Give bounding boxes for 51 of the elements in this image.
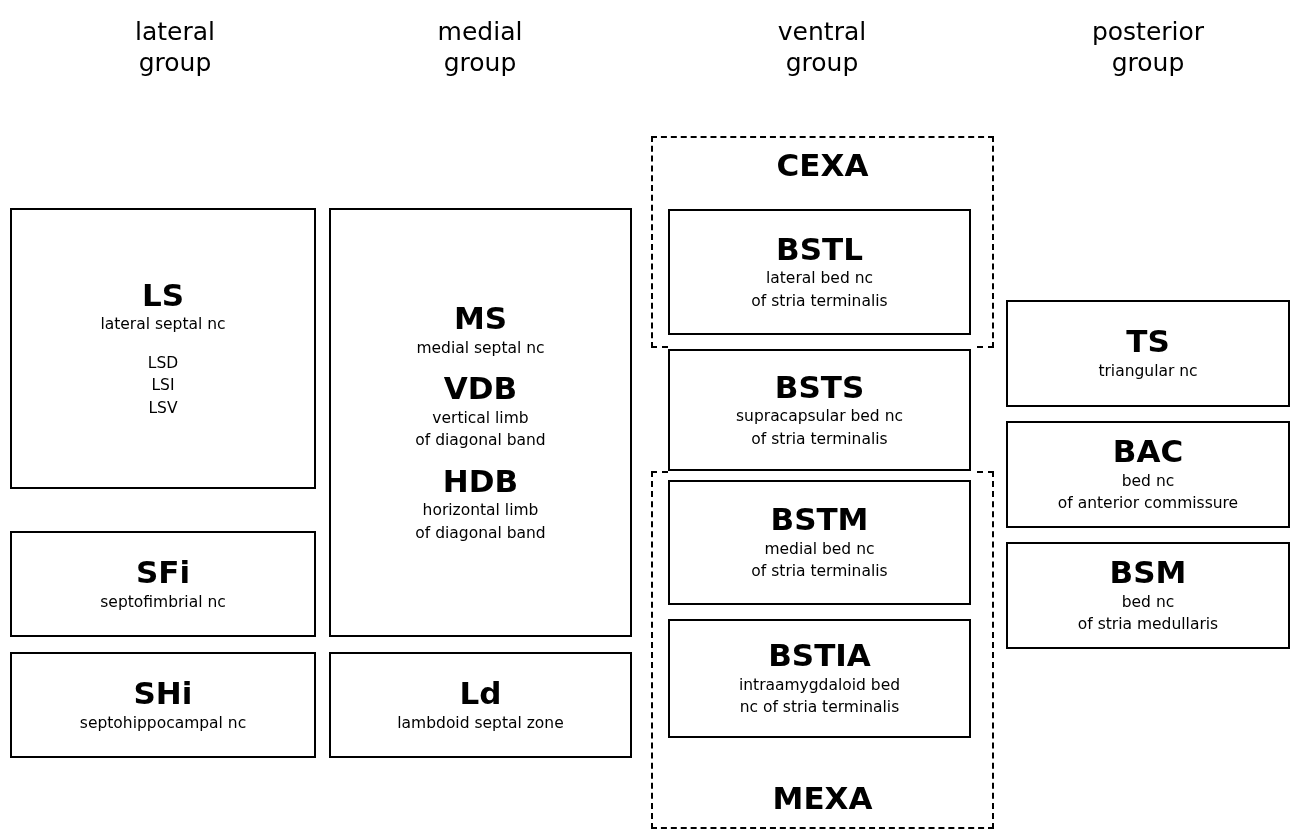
nucleus-abbreviation: VDB <box>443 370 518 407</box>
nucleus-name: medial septal nc <box>416 337 545 359</box>
region-label: CEXA <box>776 148 869 184</box>
nucleus-box <box>668 349 971 471</box>
nucleus-abbreviation: LS <box>141 277 185 314</box>
nucleus-box <box>1006 421 1290 528</box>
region-label: MEXA <box>772 781 873 817</box>
group-heading: posterior group <box>1090 16 1206 79</box>
nucleus-name: lambdoid septal zone <box>397 712 564 734</box>
dashed-region-outline <box>651 471 994 829</box>
nucleus-name: lateral bed nc of stria terminalis <box>751 268 888 312</box>
nucleus-abbreviation: BSTS <box>774 369 865 406</box>
nucleus-abbreviation: BSTIA <box>768 638 871 674</box>
dashed-region-outline <box>651 136 994 348</box>
nucleus-abbreviation: SFi <box>135 554 191 591</box>
nucleus-abbreviation: BSTM <box>770 502 869 538</box>
nucleus-abbreviation: BSTL <box>776 231 863 268</box>
nucleus-name: bed nc of stria medullaris <box>1077 591 1219 636</box>
nucleus-name: vertical limb of diagonal band <box>415 407 546 452</box>
nucleus-box <box>329 208 632 637</box>
nucleus-box <box>668 480 971 605</box>
nucleus-abbreviation: Ld <box>459 675 502 712</box>
nucleus-name: bed nc of anterior commissure <box>1057 470 1239 515</box>
nucleus-box <box>1006 542 1290 649</box>
nucleus-name: lateral septal nc <box>100 314 226 336</box>
group-heading: ventral group <box>776 16 868 79</box>
nucleus-abbreviation: HDB <box>442 463 519 500</box>
nucleus-box <box>10 531 316 637</box>
nucleus-name: intraamygdaloid bed nc of stria terminalis <box>738 674 901 719</box>
nucleus-name: horizontal limb of diagonal band <box>415 500 546 544</box>
nucleus-box <box>10 208 316 489</box>
nucleus-abbreviation: TS <box>1126 324 1170 361</box>
nucleus-name: septofimbrial nc <box>100 591 226 613</box>
nucleus-name: medial bed nc of stria terminalis <box>751 538 888 583</box>
nucleus-box <box>10 652 316 758</box>
group-heading: lateral group <box>134 16 216 79</box>
nucleus-name: LSD <box>147 352 179 374</box>
nucleus-name: LSV <box>148 397 178 419</box>
nucleus-box <box>1006 300 1290 407</box>
nucleus-name: septohippocampal nc <box>79 712 247 734</box>
nucleus-name: supracapsular bed nc of stria terminalis <box>736 406 903 450</box>
nucleus-name: triangular nc <box>1098 361 1198 383</box>
nucleus-box <box>668 209 971 335</box>
nucleus-abbreviation: MS <box>453 300 508 337</box>
nucleus-abbreviation: BSM <box>1109 555 1187 591</box>
nucleus-abbreviation: SHi <box>133 675 193 712</box>
nucleus-box <box>329 652 632 758</box>
nucleus-abbreviation: BAC <box>1112 434 1184 470</box>
nucleus-box <box>668 619 971 738</box>
nucleus-name: LSI <box>151 375 175 397</box>
group-heading: medial group <box>436 16 524 79</box>
